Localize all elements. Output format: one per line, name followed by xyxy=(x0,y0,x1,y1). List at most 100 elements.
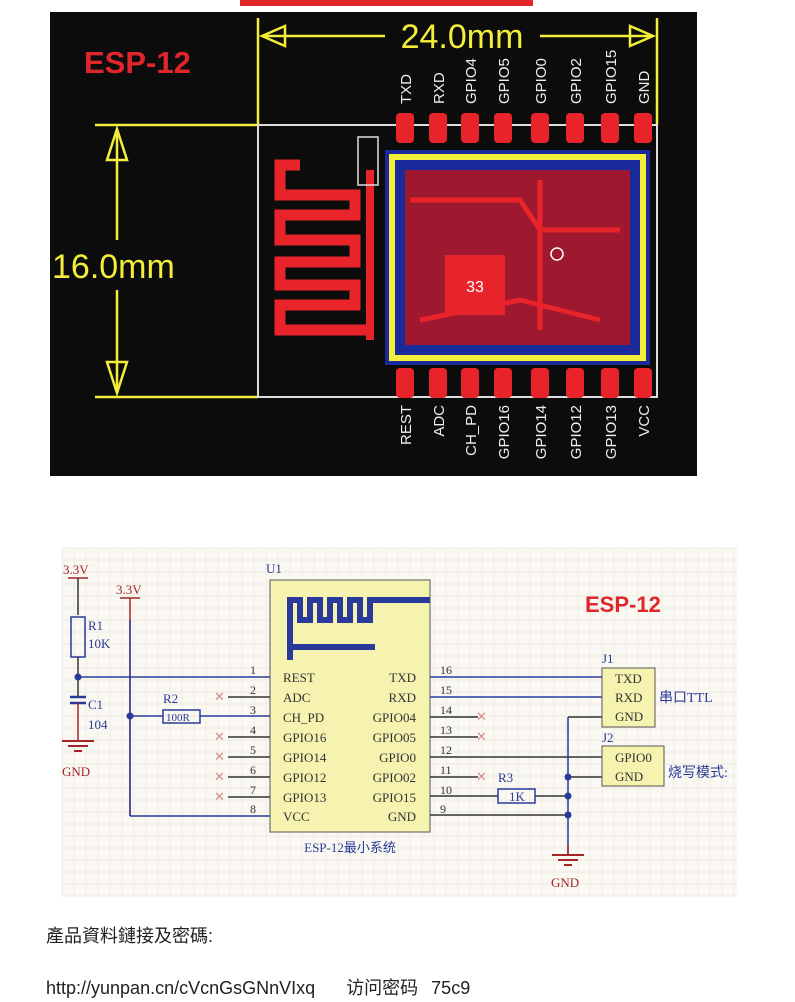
pcb-top-pad xyxy=(396,113,414,143)
pin-number: 2 xyxy=(250,683,256,697)
pcb-top-pin-label: GPIO2 xyxy=(568,58,585,104)
j1-pin-txd: TXD xyxy=(615,671,642,686)
j2-pin-gnd: GND xyxy=(615,769,643,784)
pcb-top-pad xyxy=(601,113,619,143)
j1-pin-rxd: RXD xyxy=(615,690,642,705)
pin-number: 14 xyxy=(440,703,452,717)
pcb-top-pin-label: GPIO5 xyxy=(496,58,513,104)
pin-number: 4 xyxy=(250,723,256,737)
pcb-bottom-pad xyxy=(461,368,479,398)
pcb-top-pad xyxy=(494,113,512,143)
pin-number: 13 xyxy=(440,723,452,737)
width-dimension xyxy=(256,18,659,125)
schematic-title: ESP-12 xyxy=(585,592,661,617)
pin-name: GPIO15 xyxy=(373,790,416,805)
pin-number: 16 xyxy=(440,663,452,677)
r3-ref: R3 xyxy=(498,770,513,785)
r2-ref: R2 xyxy=(163,691,178,706)
no-connect-icon: ✕ xyxy=(476,709,487,724)
height-dimension xyxy=(95,123,258,399)
pcb-bottom-pad xyxy=(601,368,619,398)
j1-pin-gnd: GND xyxy=(615,709,643,724)
j2-pin-gpio0: GPIO0 xyxy=(615,750,652,765)
pcb-bottom-pad xyxy=(566,368,584,398)
pcb-bottom-pin-label: GPIO14 xyxy=(533,405,550,459)
pin-number: 5 xyxy=(250,743,256,757)
pin-number: 1 xyxy=(250,663,256,677)
pin-number: 9 xyxy=(440,802,446,816)
j2-label: 烧写模式: xyxy=(668,765,728,781)
no-connect-icon: ✕ xyxy=(476,729,487,744)
pcb-bottom-pad xyxy=(634,368,652,398)
pin-number: 3 xyxy=(250,703,256,717)
pcb-top-pad xyxy=(566,113,584,143)
pcb-top-pad xyxy=(531,113,549,143)
height-label: 16.0mm xyxy=(52,248,175,286)
pcb-bottom-pad xyxy=(531,368,549,398)
pcb-bottom-pin-label: CH_PD xyxy=(463,405,480,456)
pin-number: 6 xyxy=(250,763,256,777)
antenna-trace xyxy=(274,159,370,336)
pin-name: REST xyxy=(283,670,315,685)
pcb-top-pad xyxy=(634,113,652,143)
pcb-bottom-pad xyxy=(396,368,414,398)
c1-value: 104 xyxy=(88,717,108,732)
j2-ref: J2 xyxy=(602,730,614,745)
pin-name: CH_PD xyxy=(283,710,324,725)
pcb-top-pin-label: GPIO15 xyxy=(603,50,620,104)
power-label-1: 3.3V xyxy=(63,562,89,577)
chip-label: 33 xyxy=(466,279,484,296)
u1-ref: U1 xyxy=(266,561,282,576)
no-connect-icon: ✕ xyxy=(214,789,225,804)
pin-name: ADC xyxy=(283,690,310,705)
j1-ref: J1 xyxy=(602,651,614,666)
pin-number: 15 xyxy=(440,683,452,697)
no-connect-icon: ✕ xyxy=(476,769,487,784)
pcb-bottom-pin-label: GPIO12 xyxy=(568,405,585,459)
pin-name: GPIO12 xyxy=(283,770,326,785)
footer-heading: 產品資料鏈接及密碼: xyxy=(46,926,214,946)
top-red-bar xyxy=(240,0,533,6)
pin-name: GPIO13 xyxy=(283,790,326,805)
r2-value: 100R xyxy=(166,712,191,724)
right-wiring xyxy=(430,676,602,866)
pin-name: GPIO05 xyxy=(373,730,416,745)
pcb-bottom-pad xyxy=(494,368,512,398)
j2-connector xyxy=(601,745,665,787)
chip xyxy=(445,255,505,315)
width-label: 24.0mm xyxy=(401,18,524,56)
pcb-top-pad xyxy=(429,113,447,143)
antenna-symbol xyxy=(287,597,430,660)
r3-value: 1K xyxy=(509,789,526,804)
pin-name: GPIO0 xyxy=(379,750,416,765)
pcb-bottom-pin-label: REST xyxy=(398,405,415,445)
pin-number: 8 xyxy=(250,802,256,816)
c1-ref: C1 xyxy=(88,697,103,712)
pin-number: 7 xyxy=(250,783,256,797)
no-connect-icon: ✕ xyxy=(214,729,225,744)
password-label: 访问密码 xyxy=(346,978,419,998)
u1-caption: ESP-12最小系统 xyxy=(304,840,396,855)
pcb-bottom-pin-label: GPIO16 xyxy=(496,405,513,459)
pin-number: 10 xyxy=(440,783,452,797)
pin-name: RXD xyxy=(389,690,416,705)
download-link[interactable]: http://yunpan.cn/cVcnGsGNnVIxq xyxy=(46,978,316,998)
gnd-label-2: GND xyxy=(551,875,579,890)
pcb-title: ESP-12 xyxy=(84,45,191,80)
pcb-top-pad xyxy=(461,113,479,143)
pin-name: GPIO14 xyxy=(283,750,327,765)
pcb-top-pin-label: GPIO4 xyxy=(463,58,480,104)
pin-name: GND xyxy=(388,809,416,824)
gnd-label-1: GND xyxy=(62,764,90,779)
board-outline xyxy=(257,124,658,398)
power-label-2: 3.3V xyxy=(116,582,142,597)
pcb-panel: ESP-12 24.0mm 16.0mm 33 TXDRESTRXDADCGPI… xyxy=(50,12,697,476)
r1-value: 10K xyxy=(88,636,111,651)
pcb-top-pin-label: GND xyxy=(636,71,653,105)
pcb-bottom-pin-label: ADC xyxy=(431,405,448,437)
pin-name: GPIO04 xyxy=(373,710,417,725)
pin-name: VCC xyxy=(283,809,310,824)
password-value: 75c9 xyxy=(431,978,471,998)
